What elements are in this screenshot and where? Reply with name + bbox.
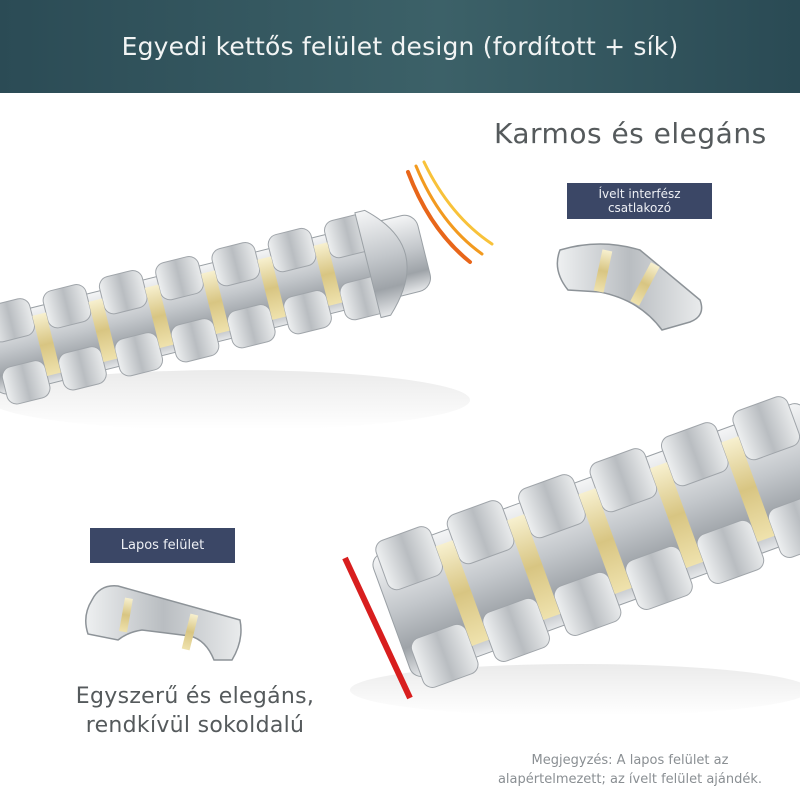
curved-badge-line-2: csatlakozó xyxy=(607,201,672,215)
flat-surface-badge: Lapos felület xyxy=(90,528,235,563)
curved-tagline: Karmos és elegáns xyxy=(494,117,767,150)
footnote: Megjegyzés: A lapos felület az alapértel… xyxy=(470,751,790,789)
straight-edge-marker-icon xyxy=(342,556,413,700)
flat-tagline: Egyszerű és elegáns, rendkívül sokoldalú xyxy=(40,682,350,740)
curved-end-link-image xyxy=(556,243,703,331)
bracelet-flat-end xyxy=(350,396,800,716)
curved-interface-badge: Ívelt interfész csatlakozó xyxy=(567,183,712,219)
flat-tagline-line-2: rendkívül sokoldalú xyxy=(85,713,305,738)
page-title: Egyedi kettős felület design (fordított … xyxy=(121,32,679,61)
flat-tagline-line-1: Egyszerű és elegáns, xyxy=(75,684,315,709)
curved-badge-line-1: Ívelt interfész xyxy=(598,187,681,201)
footnote-line-2: alapértelmezett; az ívelt felület ajándé… xyxy=(497,772,763,787)
title-bar: Egyedi kettős felület design (fordított … xyxy=(0,0,800,93)
footnote-line-1: Megjegyzés: A lapos felület az xyxy=(531,753,729,768)
flat-end-link-image xyxy=(85,585,242,661)
bracelet-curved-end xyxy=(0,209,470,430)
curved-motion-icon xyxy=(406,160,494,264)
product-illustration xyxy=(0,160,800,716)
